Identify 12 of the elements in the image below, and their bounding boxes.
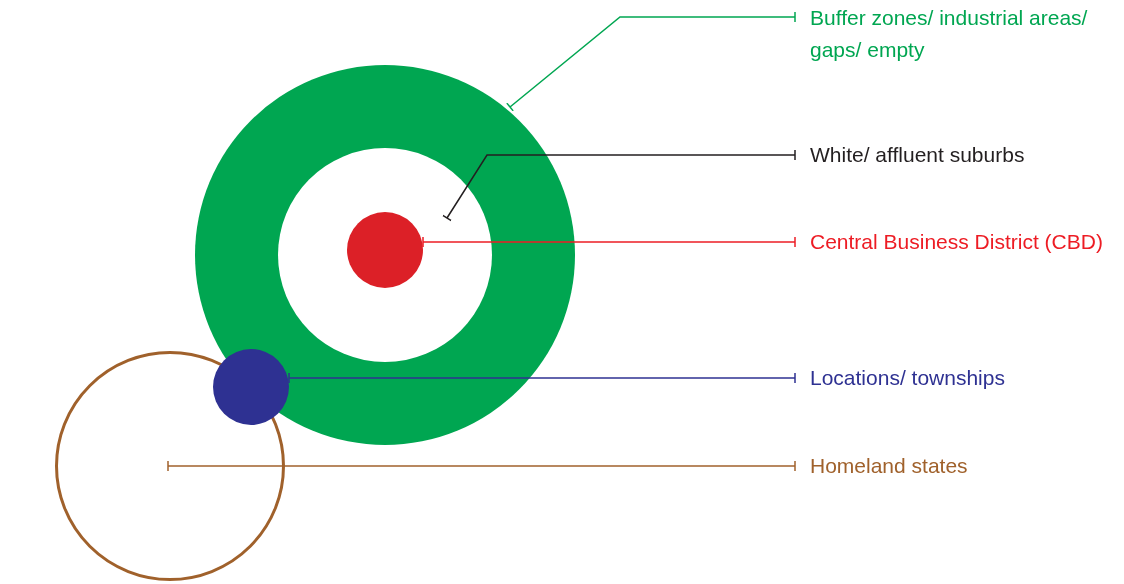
callout-label: Locations/ townships (810, 362, 1100, 394)
callout-label: Homeland states (810, 450, 1100, 482)
leader-line (422, 236, 796, 248)
callout-label: White/ affluent suburbs (810, 139, 1100, 171)
leader-line (442, 149, 796, 222)
callout-label: Buffer zones/ industrial areas/ gaps/ empty (810, 2, 1090, 65)
callout-label: Central Business District (CBD) (810, 226, 1106, 258)
leader-line (288, 372, 796, 384)
small-disc (213, 349, 289, 425)
leader-line (167, 460, 796, 472)
outline-circle (55, 351, 285, 581)
leader-line (506, 11, 796, 112)
